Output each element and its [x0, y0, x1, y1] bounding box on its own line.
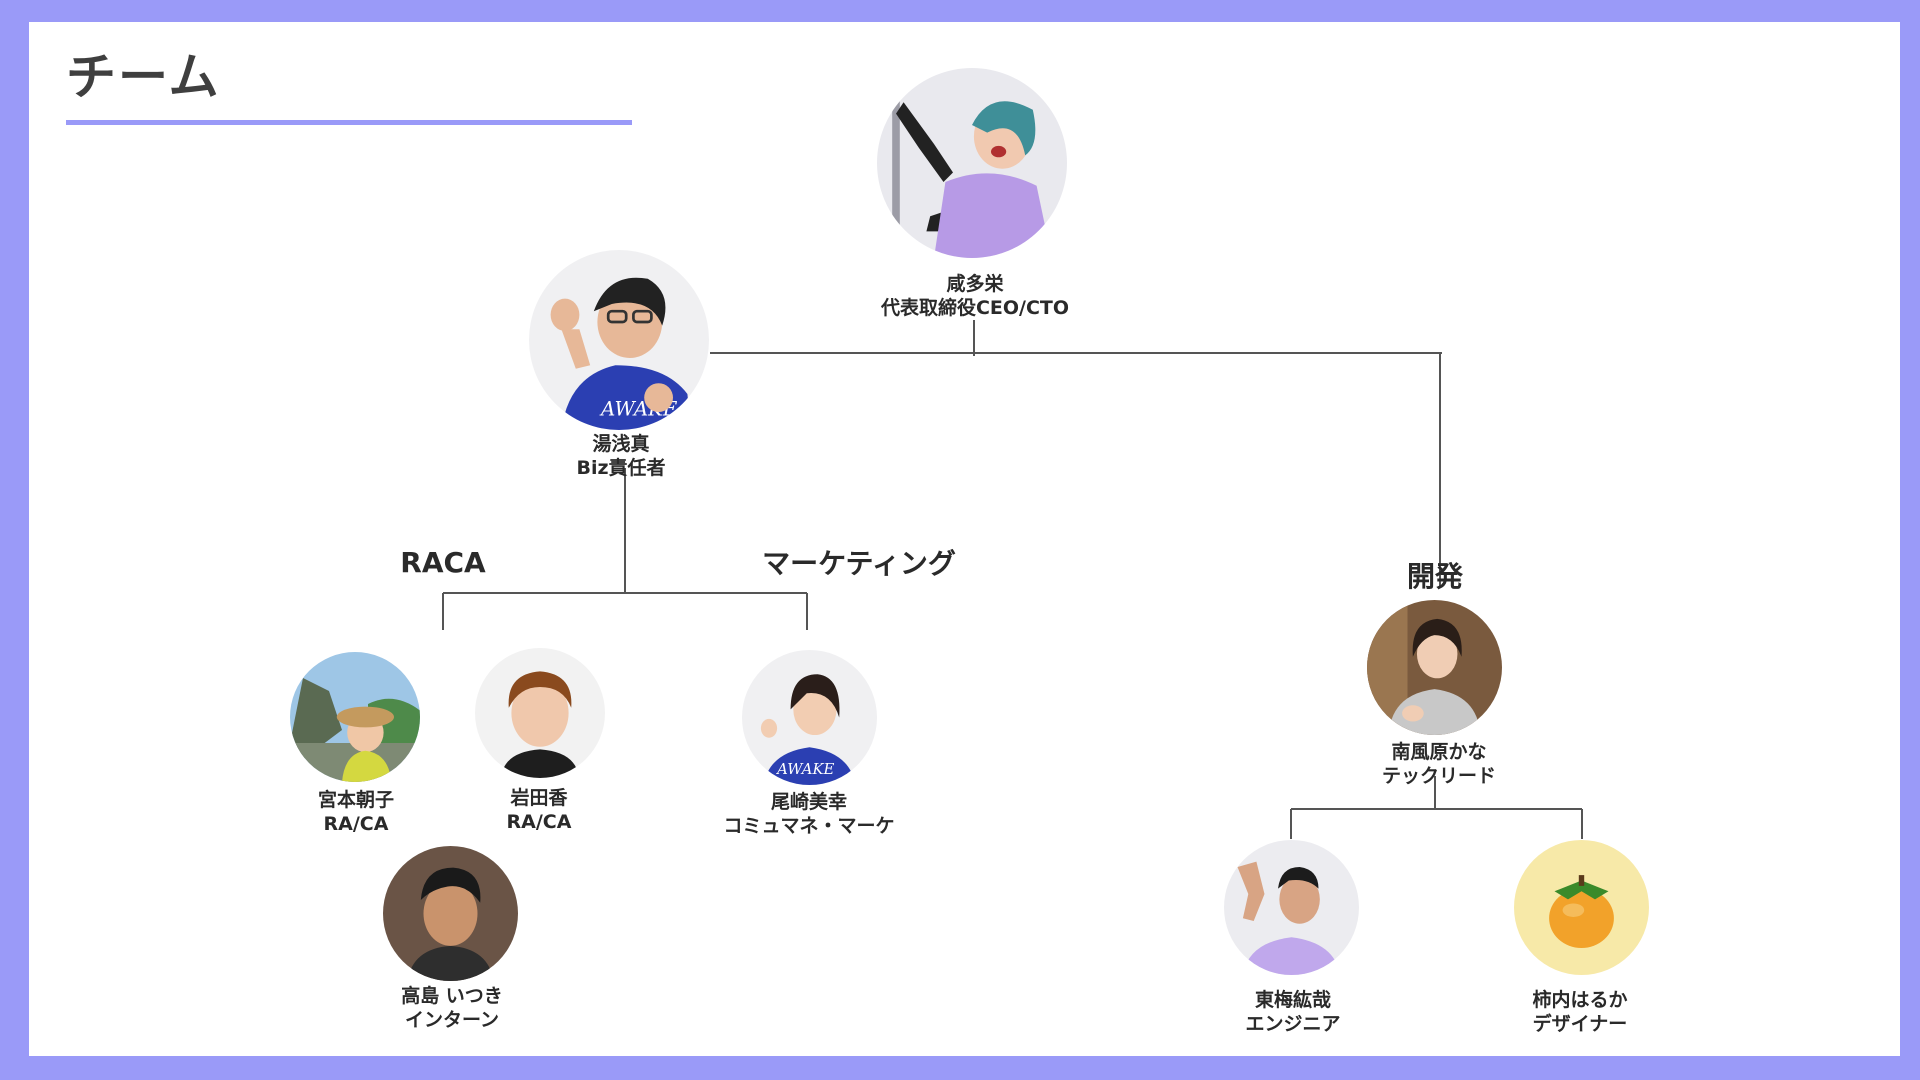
avatar-designer: [1514, 840, 1649, 975]
person-name: 宮本朝子: [317, 789, 395, 811]
person-biz: 湯浅真 Biz責任者: [576, 432, 665, 480]
person-miyamoto: 宮本朝子 RA/CA: [318, 788, 394, 836]
group-label-raca: RACA: [400, 546, 486, 579]
person-ceo: 咸多栄 代表取締役CEO/CTO: [881, 272, 1069, 320]
person-name: 高島 いつき: [401, 985, 503, 1007]
avatar-miyamoto: [290, 652, 420, 782]
person-name: 柿内はるか: [1532, 989, 1628, 1011]
avatar-engineer: [1224, 840, 1359, 975]
title-underline: [66, 120, 632, 125]
person-name: 南風原かな: [1391, 741, 1487, 763]
org-chart-connectors: [442, 320, 1583, 839]
avatar-biz: AWAKE: [529, 250, 709, 430]
person-name: 岩田香: [510, 787, 568, 809]
person-techlead: 南風原かな テックリード: [1382, 740, 1496, 788]
person-iwata: 岩田香 RA/CA: [507, 786, 572, 834]
person-role: コミュマネ・マーケ: [723, 815, 895, 837]
group-label-marketing: マーケティング: [762, 547, 956, 580]
avatar-ceo: [877, 68, 1067, 258]
page-title: チーム: [66, 48, 221, 106]
avatar-techlead: [1367, 600, 1502, 735]
person-ozaki: 尾崎美幸 コミュマネ・マーケ: [723, 790, 894, 838]
avatar-ozaki: AWAKE: [742, 650, 877, 785]
person-role: RA/CA: [506, 811, 572, 833]
person-role: 代表取締役CEO/CTO: [880, 297, 1070, 319]
avatar-takashima: [383, 846, 518, 981]
group-label-dev: 開発: [1406, 560, 1464, 593]
person-role: RA/CA: [323, 813, 389, 835]
slide: チーム 咸多栄 代表取締役: [29, 22, 1900, 1056]
person-role: テックリード: [1381, 765, 1497, 787]
person-engineer: 東梅紘哉 エンジニア: [1245, 988, 1340, 1036]
person-role: Biz責任者: [576, 457, 666, 479]
person-name: 東梅紘哉: [1254, 989, 1332, 1011]
person-takashima: 高島 いつき インターン: [401, 984, 503, 1032]
person-name: 尾崎美幸: [770, 791, 848, 813]
person-name: 湯浅真: [592, 433, 650, 455]
avatar-iwata: [475, 648, 605, 778]
person-name: 咸多栄: [946, 273, 1004, 295]
person-role: デザイナー: [1532, 1013, 1628, 1035]
person-designer: 柿内はるか デザイナー: [1532, 988, 1627, 1036]
person-role: インターン: [404, 1009, 500, 1031]
person-role: エンジニア: [1245, 1013, 1341, 1035]
svg-text:AWAKE: AWAKE: [775, 760, 834, 778]
